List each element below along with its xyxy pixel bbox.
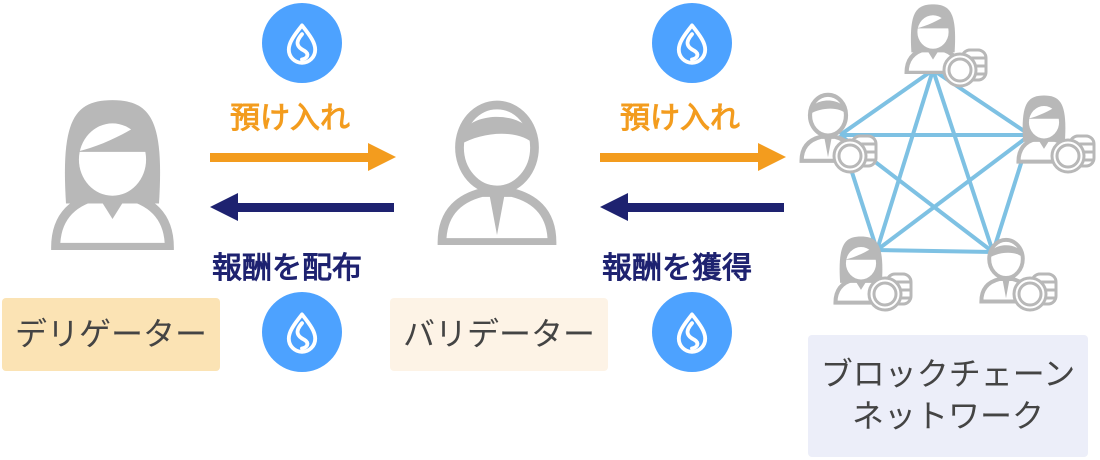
- validator-person-icon: [432, 95, 562, 245]
- sui-icon-bottom-left: [262, 292, 342, 372]
- network-label-line1: ブロックチェーン: [820, 355, 1076, 394]
- delegator-label: デリゲーター: [14, 314, 207, 353]
- sui-drop-icon: [670, 310, 714, 354]
- arrows-left: [210, 143, 396, 221]
- delegator-person-icon: [45, 95, 180, 250]
- reward-arrow: [210, 193, 394, 221]
- delegator-box: デリゲーター: [2, 298, 220, 371]
- sui-icon-top-left: [262, 3, 342, 83]
- validator-label: バリデーター: [402, 314, 595, 353]
- coin-stack-icon: [1012, 272, 1058, 312]
- reward-arrow: [600, 193, 784, 221]
- validator-box: バリデーター: [390, 298, 608, 371]
- node-top: [907, 4, 988, 88]
- sui-drop-icon: [670, 21, 714, 65]
- arrows-right: [600, 143, 786, 221]
- deposit-label-right: 預け入れ: [620, 101, 740, 136]
- deposit-arrow: [600, 143, 786, 171]
- node-upper-right: [1018, 96, 1096, 174]
- network-label-line2: ネットワーク: [851, 397, 1044, 435]
- deposit-arrow: [210, 143, 396, 171]
- sui-icon-bottom-right: [652, 292, 732, 372]
- blockchain-network: [790, 0, 1096, 312]
- sui-drop-icon: [280, 21, 324, 65]
- node-lower-left: [835, 237, 913, 312]
- reward-earn-label: 報酬を獲得: [602, 251, 752, 286]
- reward-distribute-label: 報酬を配布: [212, 251, 362, 286]
- node-lower-right: [981, 240, 1058, 312]
- deposit-label-left: 預け入れ: [230, 101, 350, 136]
- sui-drop-icon: [280, 310, 324, 354]
- sui-icon-top-right: [652, 3, 732, 83]
- network-box: ブロックチェーン ネットワーク: [808, 335, 1088, 457]
